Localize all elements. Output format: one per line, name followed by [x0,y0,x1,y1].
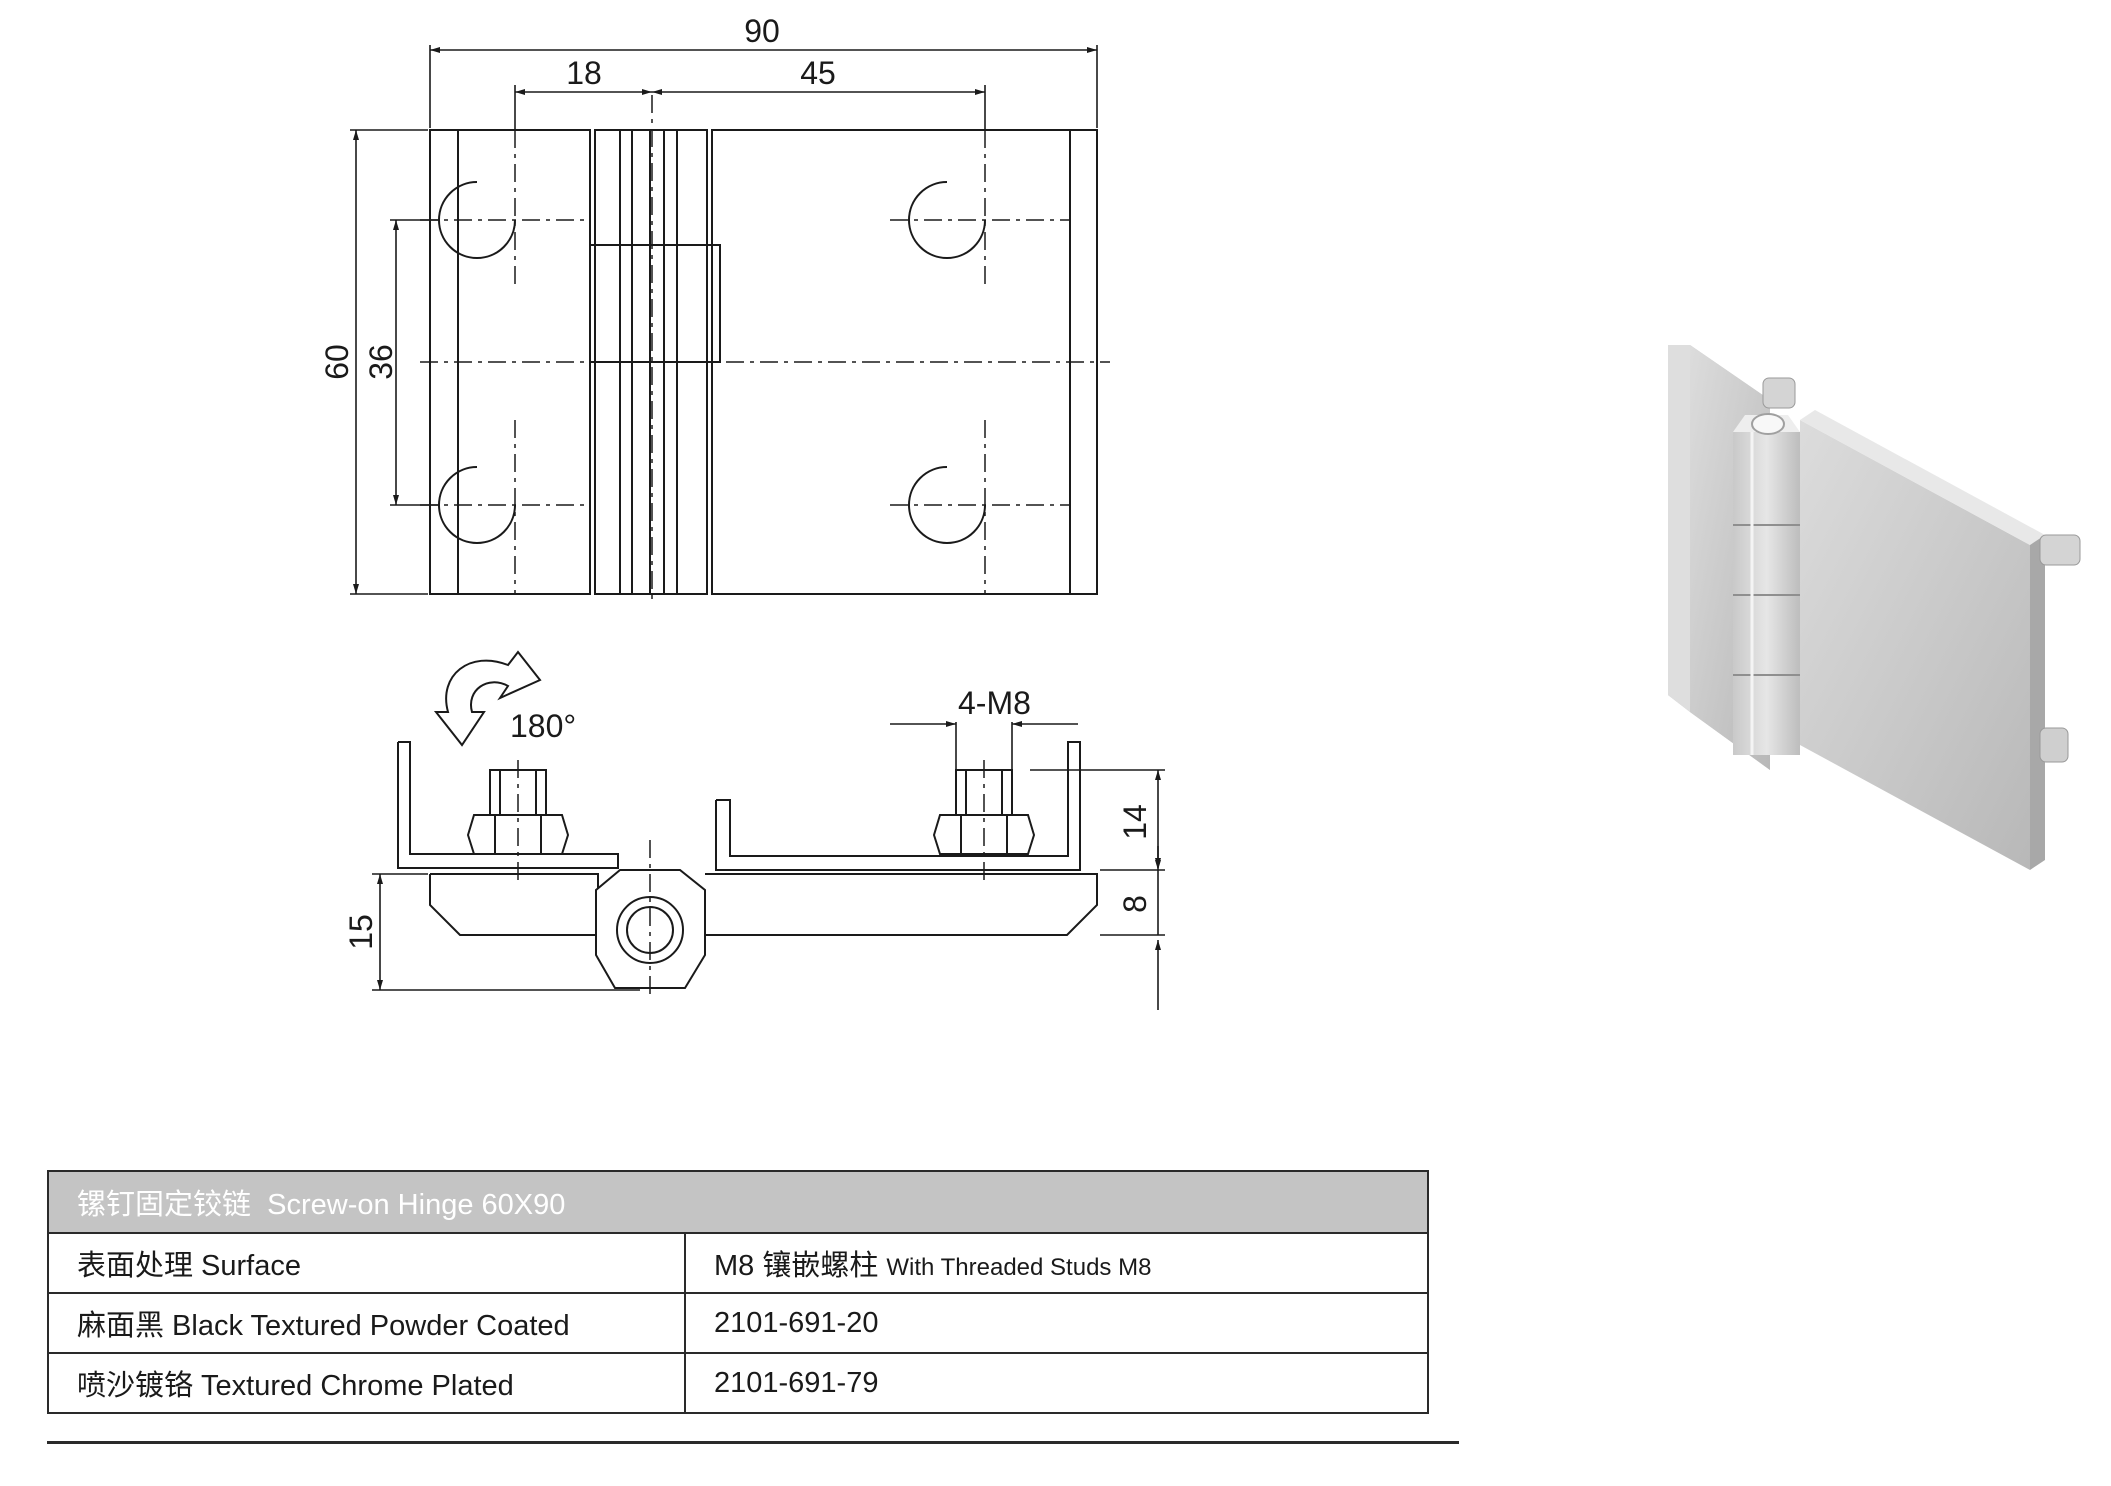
variant-sub: With Threaded Studs M8 [886,1254,1152,1281]
side-dimension-lines [372,721,1165,1010]
dim-leaf-thickness: 8 [1117,895,1153,913]
product-title-cn: 镙钉固定铰链 [77,1189,252,1221]
part-code-cell: 2101-691-79 [684,1352,1429,1414]
table-header-row: 镙钉固定铰链 Screw-on Hinge 60X90 [47,1170,1429,1234]
mounting-holes [438,181,986,544]
variant-main: M8 镶嵌螺柱 [714,1250,879,1282]
surface-label: 表面处理 Surface [47,1232,686,1294]
dim-stud-thread: 4-M8 [958,685,1031,721]
rotation-arrow-icon [433,650,542,747]
side-centre-lines [517,760,985,1000]
dim-hole-spacing: 45 [800,55,836,91]
table-row: 喷沙镀铬 Textured Chrome Plated 2101-691-79 [47,1352,1429,1414]
dim-overall-width: 90 [744,13,780,49]
dim-knuckle-height: 15 [343,914,379,950]
product-spec-table: 镙钉固定铰链 Screw-on Hinge 60X90 表面处理 Surface… [47,1170,1429,1414]
table-row: 麻面黑 Black Textured Powder Coated 2101-69… [47,1292,1429,1354]
hinge-3d-render [1668,345,2081,870]
variant-cell: M8 镶嵌螺柱 With Threaded Studs M8 [684,1232,1429,1294]
finish-cell: 麻面黑 Black Textured Powder Coated [47,1292,686,1354]
centre-lines [420,95,1110,600]
product-title-en: Screw-on Hinge 60X90 [267,1189,566,1221]
table-row: 表面处理 Surface M8 镶嵌螺柱 With Threaded Studs… [47,1232,1429,1294]
dim-rotation: 180° [510,708,576,744]
front-dimension-labels: 90 18 45 60 36 [319,13,836,380]
product-title: 镙钉固定铰链 Screw-on Hinge 60X90 [47,1170,1429,1234]
bottom-divider [47,1441,1459,1444]
side-view [397,741,1098,989]
dim-hole-offset: 18 [566,55,602,91]
dim-overall-height: 60 [319,344,355,380]
dimension-lines [350,45,1098,595]
dim-hole-pitch: 36 [363,344,399,380]
part-code-cell: 2101-691-20 [684,1292,1429,1354]
side-dimension-labels: 180° 4-M8 14 8 15 [343,685,1153,950]
finish-cell: 喷沙镀铬 Textured Chrome Plated [47,1352,686,1414]
dim-stud-height: 14 [1117,804,1153,840]
